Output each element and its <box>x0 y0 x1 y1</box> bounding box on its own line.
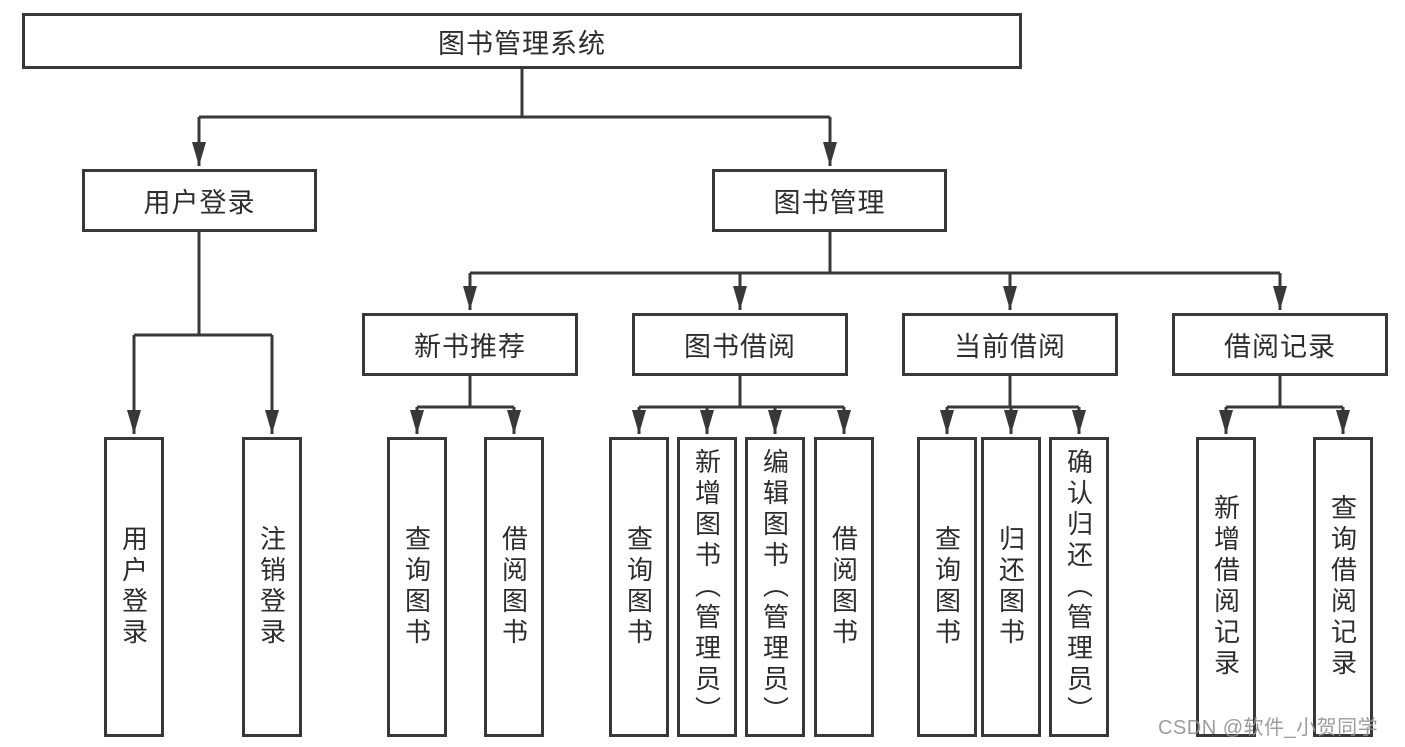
leaf-logout: 注销登录 <box>242 437 302 737</box>
leaf-add-books-admin: 新增图书（管理员） <box>677 437 737 737</box>
node-root: 图书管理系统 <box>22 13 1022 69</box>
leaf-confirm-return-admin: 确认归还（管理员） <box>1049 437 1109 737</box>
node-book-borrow: 图书借阅 <box>632 313 848 376</box>
leaf-return-books: 归还图书 <box>981 437 1041 737</box>
csdn-watermark: CSDN @软件_小贺同学 <box>1158 717 1379 739</box>
leaf-query-books-current: 查询图书 <box>917 437 977 737</box>
node-new-book-recommend: 新书推荐 <box>362 313 578 376</box>
edge-user-login-branch <box>134 232 272 337</box>
edge-book-borrow-branch <box>639 376 844 409</box>
node-current-borrow: 当前借阅 <box>902 313 1118 376</box>
node-book-management: 图书管理 <box>712 169 947 232</box>
edge-root-branch <box>199 68 830 119</box>
edge-book-mgmt-branch <box>470 232 1280 275</box>
leaf-borrow-books: 借阅图书 <box>814 437 874 737</box>
edge-current-borrow-branch <box>947 376 1079 409</box>
node-user-login: 用户登录 <box>82 169 317 232</box>
leaf-edit-books-admin: 编辑图书（管理员） <box>745 437 805 737</box>
leaf-user-login: 用户登录 <box>104 437 164 737</box>
node-borrow-records: 借阅记录 <box>1172 313 1388 376</box>
leaf-query-borrow-record: 查询借阅记录 <box>1313 437 1373 737</box>
leaf-add-borrow-record: 新增借阅记录 <box>1196 437 1256 737</box>
leaf-query-books-recommend: 查询图书 <box>387 437 447 737</box>
leaf-borrow-books-recommend: 借阅图书 <box>484 437 544 737</box>
edge-borrow-record-branch <box>1226 376 1343 409</box>
edge-new-book-branch <box>417 376 514 409</box>
leaf-query-books-borrow: 查询图书 <box>609 437 669 737</box>
